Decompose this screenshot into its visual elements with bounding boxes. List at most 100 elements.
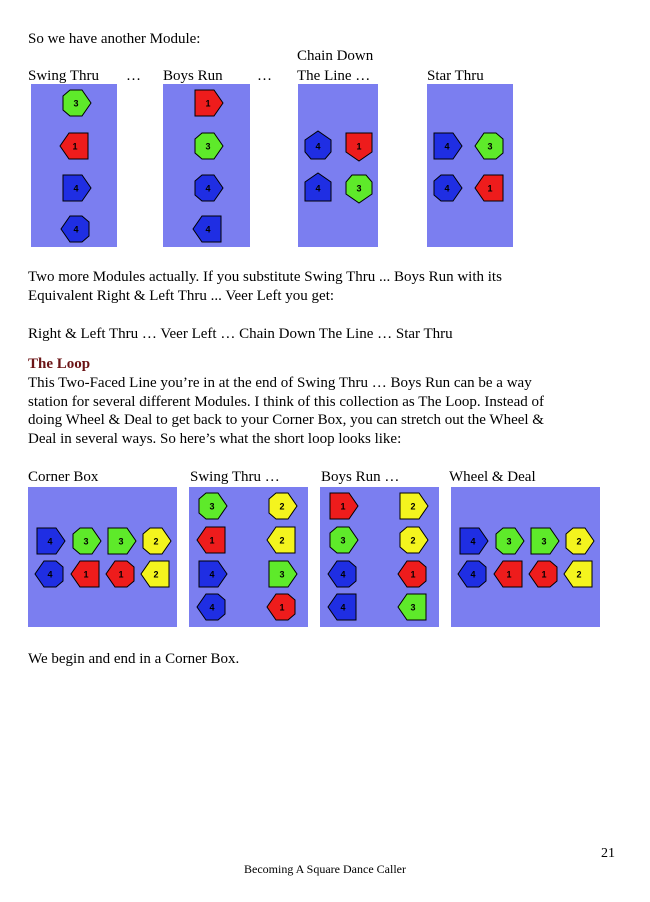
dancer-shape <box>142 527 172 555</box>
dancer-number: 1 <box>541 570 546 580</box>
dancer-shape <box>397 593 427 621</box>
dancer-number: 1 <box>506 570 511 580</box>
dancer-marker: 4 <box>303 130 333 161</box>
paragraph-line: doing Wheel & Deal to get back to your C… <box>28 412 544 428</box>
dancer-marker: 1 <box>105 559 136 589</box>
label-boys-run: Boys Run <box>163 68 223 84</box>
dancer-marker: 4 <box>303 172 333 203</box>
dancer-marker: 3 <box>344 173 374 204</box>
dancer-shape <box>433 174 463 202</box>
label-wheel-and-deal: Wheel & Deal <box>449 469 536 485</box>
dancer-shape <box>329 492 359 520</box>
dancer-marker: 1 <box>59 131 90 161</box>
dancer-shape <box>268 492 298 520</box>
dancer-shape <box>397 560 427 588</box>
dancer-shape <box>528 560 558 588</box>
dancer-number: 4 <box>73 184 78 194</box>
page-number: 21 <box>601 846 615 861</box>
dancer-marker: 4 <box>192 214 223 244</box>
dancer-shape <box>34 560 64 588</box>
dancer-marker: 3 <box>529 526 560 556</box>
dancer-number: 4 <box>340 570 345 580</box>
dancer-number: 1 <box>83 570 88 580</box>
dancer-shape <box>70 560 100 588</box>
dancer-shape <box>266 526 296 554</box>
dancer-number: 3 <box>340 536 345 546</box>
dancer-number: 2 <box>279 536 284 546</box>
dancer-number: 3 <box>410 603 415 613</box>
dancer-number: 2 <box>153 537 158 547</box>
dancer-shape <box>140 560 170 588</box>
dancer-marker: 4 <box>432 131 463 161</box>
dancer-shape <box>198 560 228 588</box>
dancer-number: 4 <box>47 570 52 580</box>
dancer-number: 2 <box>153 570 158 580</box>
dancer-shape <box>266 593 296 621</box>
dancer-number: 2 <box>410 536 415 546</box>
dancer-shape <box>107 527 137 555</box>
paragraph-line: station for several different Modules. I… <box>28 393 544 410</box>
dancer-shape <box>72 527 102 555</box>
dancer-marker: 2 <box>267 491 298 521</box>
dancer-marker: 1 <box>193 88 224 118</box>
dancer-number: 1 <box>487 184 492 194</box>
dancer-marker: 3 <box>267 559 298 589</box>
dancer-number: 1 <box>118 570 123 580</box>
dancer-shape <box>399 492 429 520</box>
dancer-number: 4 <box>73 225 78 235</box>
dancer-marker: 3 <box>61 88 92 118</box>
dancer-shape <box>196 526 226 554</box>
dancer-marker: 1 <box>493 559 524 589</box>
dancer-number: 4 <box>209 603 214 613</box>
dancer-shape <box>60 215 90 243</box>
dancer-number: 2 <box>576 570 581 580</box>
dancer-shape <box>194 132 224 160</box>
label-boys-run-2: Boys Run … <box>321 469 400 485</box>
dancer-number: 3 <box>118 537 123 547</box>
dancer-marker: 4 <box>432 173 463 203</box>
paragraph-line: Deal in several ways. So here’s what the… <box>28 430 402 447</box>
dancer-shape <box>194 174 224 202</box>
dancer-number: 3 <box>541 537 546 547</box>
dancer-shape <box>105 560 135 588</box>
paragraph-the-loop: This Two-Faced Line you’re in at the end… <box>28 374 628 448</box>
dancer-shape <box>192 215 222 243</box>
dancer-marker: 1 <box>328 491 359 521</box>
dancer-shape <box>327 560 357 588</box>
dancer-marker: 4 <box>457 559 488 589</box>
dancer-number: 4 <box>340 603 345 613</box>
dancer-marker: 4 <box>327 559 358 589</box>
dancer-marker: 4 <box>61 173 92 203</box>
dancer-marker: 1 <box>474 173 505 203</box>
dancer-shape <box>459 527 489 555</box>
dancer-marker: 2 <box>563 559 594 589</box>
dancer-marker: 3 <box>197 491 228 521</box>
dancer-marker: 1 <box>528 559 559 589</box>
dancer-marker: 1 <box>344 131 374 162</box>
dancer-marker: 1 <box>397 559 428 589</box>
dancer-shape <box>327 593 357 621</box>
dancer-marker: 4 <box>458 526 489 556</box>
dancer-shape <box>530 527 560 555</box>
dancer-number: 1 <box>356 142 361 152</box>
dancer-shape <box>493 560 523 588</box>
dancer-marker: 4 <box>60 214 91 244</box>
dancer-marker: 2 <box>564 526 595 556</box>
dancer-shape <box>399 526 429 554</box>
dancer-shape <box>474 132 504 160</box>
page-footer: Becoming A Square Dance Caller <box>244 862 406 876</box>
dancer-marker: 4 <box>196 592 227 622</box>
dancer-marker: 4 <box>35 526 66 556</box>
label-ellipsis-1: … <box>126 68 141 84</box>
dancer-number: 1 <box>72 142 77 152</box>
dancer-number: 4 <box>205 184 210 194</box>
dancer-marker: 4 <box>193 173 224 203</box>
dancer-marker: 3 <box>106 526 137 556</box>
dancer-marker: 4 <box>34 559 65 589</box>
dancer-shape <box>345 132 373 162</box>
diagram-chain-down-the-line <box>298 84 378 247</box>
dancer-number: 3 <box>487 142 492 152</box>
dancer-shape <box>196 593 226 621</box>
dancer-marker: 3 <box>193 131 224 161</box>
dancer-number: 1 <box>205 99 210 109</box>
